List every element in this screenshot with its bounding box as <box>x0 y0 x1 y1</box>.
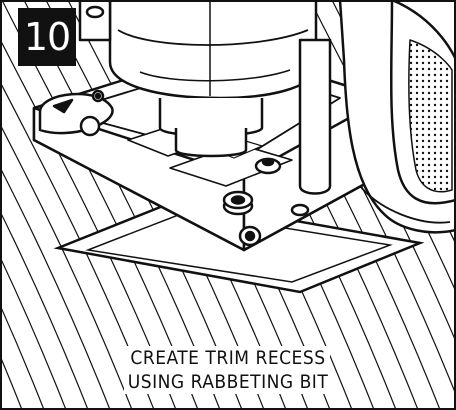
caption: CREATE TRIM RECESS USING RABBETING BIT <box>0 346 456 394</box>
router-handle <box>338 0 456 234</box>
caption-line-2: USING RABBETING BIT <box>123 370 333 394</box>
wood-grain-line <box>0 303 45 410</box>
wood-grain-line <box>0 165 111 410</box>
wood-grain-line <box>0 209 89 410</box>
step-number-badge: 10 <box>18 8 76 66</box>
wood-grain-line <box>0 255 67 410</box>
router-motor <box>78 0 332 195</box>
caption-line-1: CREATE TRIM RECESS <box>126 346 330 370</box>
wood-grain-line <box>0 122 133 410</box>
